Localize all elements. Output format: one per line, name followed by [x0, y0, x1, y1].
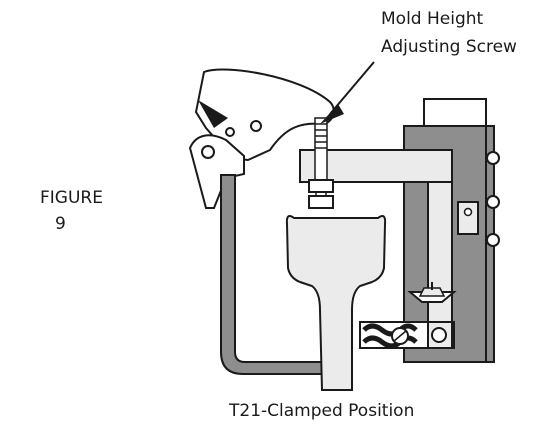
clamp-handle — [188, 68, 335, 209]
figure-label-word: FIGURE — [40, 188, 103, 208]
callout-label-line2: Adjusting Screw — [381, 37, 517, 57]
wing-nut — [407, 282, 457, 303]
callout-arrow — [320, 61, 375, 124]
figure-label-number: 9 — [55, 214, 66, 234]
adjusting-screw — [308, 117, 334, 209]
figure-caption: T21-Clamped Position — [229, 401, 415, 421]
rail-mold — [285, 215, 387, 391]
spring-clip — [359, 321, 455, 349]
callout-label-line1: Mold Height — [381, 9, 484, 29]
